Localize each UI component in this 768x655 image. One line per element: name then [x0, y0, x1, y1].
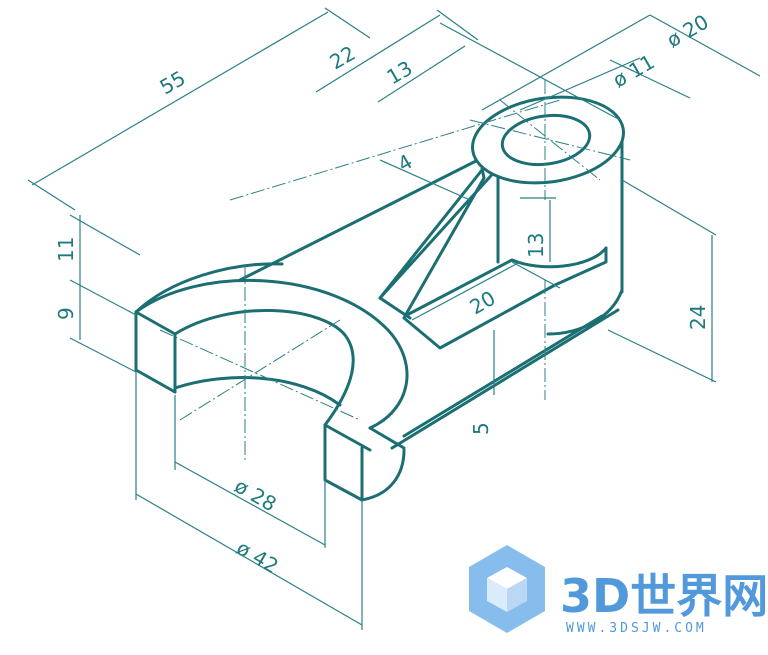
dimension-lines	[27, 7, 761, 630]
boss-top	[471, 95, 625, 185]
dim-boss-offset: 22	[326, 41, 360, 75]
dim-fork-lower: 9	[54, 307, 78, 320]
watermark-logo: 3D世界网 WWW.3DSJW.COM	[469, 545, 768, 636]
dim-plate-thickness: 5	[469, 422, 493, 435]
dim-fork-outer-dia: ø 42	[233, 536, 283, 579]
dim-overall-length: 55	[156, 66, 190, 100]
part-outline	[134, 138, 624, 502]
dim-boss-height: 24	[686, 305, 710, 330]
dim-fork-upper: 11	[54, 237, 78, 262]
center-lines	[159, 80, 631, 460]
watermark-url: WWW.3DSJW.COM	[566, 621, 707, 636]
dim-boss-inner: 13	[383, 56, 417, 90]
dim-rib-height: 13	[524, 233, 548, 258]
dim-boss-hole-dia: ø 11	[609, 50, 659, 93]
dim-fork-inner-dia: ø 28	[231, 474, 281, 517]
dim-rib-thickness: 4	[394, 149, 417, 176]
watermark-brand: 3D世界网	[560, 569, 768, 623]
cube-logo-icon	[469, 545, 545, 633]
dim-plate-width: 20	[466, 286, 500, 320]
